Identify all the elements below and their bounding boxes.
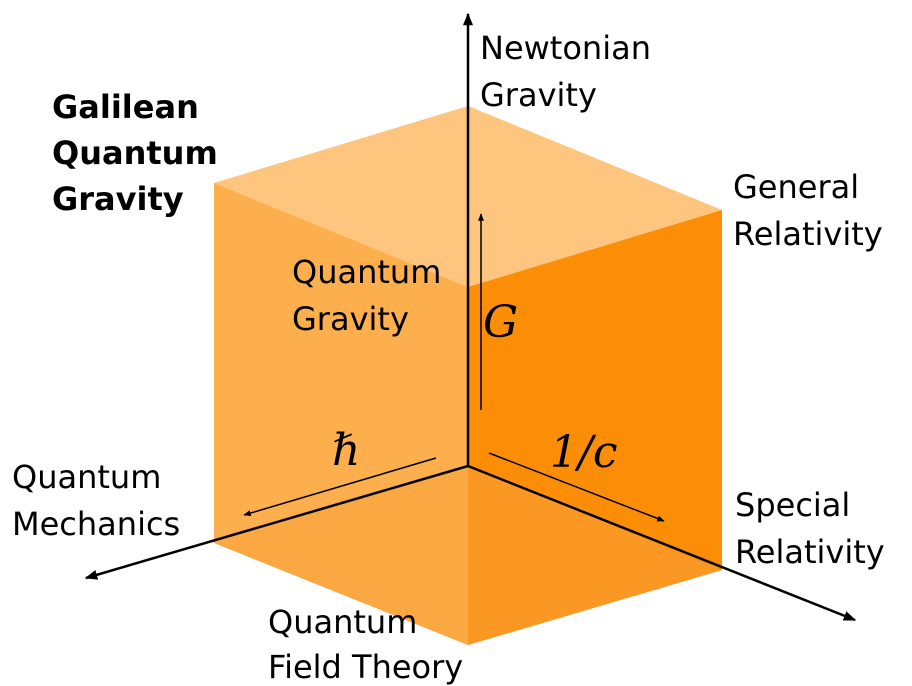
label-quantum-gravity: Quantum Gravity <box>292 253 452 338</box>
inv-c-arrow <box>488 452 665 522</box>
cube-inner-shade <box>214 466 722 645</box>
label-special-relativity: Special Relativity <box>735 486 885 571</box>
label-galilean-quantum-gravity: Galilean Quantum Gravity <box>52 88 229 218</box>
hbar-symbol: ℏ <box>332 425 360 476</box>
axis-left <box>84 464 469 580</box>
hbar-arrow <box>243 457 437 516</box>
inv-c-symbol: 1/c <box>550 427 617 478</box>
g-symbol: G <box>483 297 518 348</box>
label-newtonian-gravity: Newtonian Gravity <box>480 29 661 114</box>
axis-right <box>467 464 857 622</box>
label-quantum-mechanics: Quantum Mechanics <box>12 458 180 543</box>
label-quantum-field-theory: Quantum Field Theory <box>268 603 463 686</box>
label-general-relativity: General Relativity <box>733 168 883 253</box>
